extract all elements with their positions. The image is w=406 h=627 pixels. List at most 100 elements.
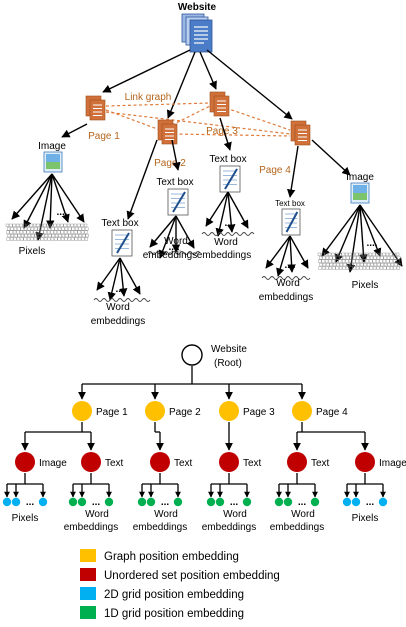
page3-dots: .... <box>224 218 235 229</box>
legend-swatch-4 <box>80 606 96 619</box>
tree-leaf-2-4 <box>104 497 114 507</box>
legend-label-1: Graph position embedding <box>104 551 239 563</box>
page4-wave <box>261 276 311 280</box>
tree-leaf-label-3-line1: Word <box>154 509 178 520</box>
page-4-icon <box>290 120 311 146</box>
tree-child-2-node <box>81 452 101 472</box>
tree-leaf-label-5-line2: embeddings <box>270 522 324 533</box>
page-4-label: Page 4 <box>259 165 291 176</box>
page-1-label: Page 1 <box>88 131 120 142</box>
tree-child-3-label: Text <box>174 458 193 469</box>
page2-textbox-right-label: Text box <box>156 177 193 188</box>
tree-leaf-dots-3: ... <box>161 497 170 508</box>
tree-leaf-label-2-line1: Word <box>85 509 109 520</box>
tree-child-2-label: Text <box>105 458 124 469</box>
link-graph-label: Link graph <box>125 92 172 103</box>
page4-embeddings-label: embeddings <box>259 292 313 303</box>
tree-leaf-dots-4: ... <box>230 497 239 508</box>
page4-textbox-label: Text box <box>275 199 305 208</box>
top-illustration: Website <box>5 2 403 327</box>
page2-right-word-arrows <box>149 215 195 259</box>
root-node <box>181 344 203 366</box>
page-3-icon <box>209 91 230 117</box>
page1-pixels-label: Pixels <box>19 246 46 257</box>
legend-label-4: 1D grid position embedding <box>104 608 244 620</box>
tree-leaf-1-4 <box>38 497 48 507</box>
page1-pixel-grid <box>5 223 89 241</box>
tree-leaf-5-4 <box>310 497 320 507</box>
page3-word-label: Word <box>214 237 238 248</box>
page1-image-label: Image <box>38 141 66 152</box>
website-label: Website <box>178 2 217 13</box>
tree-leaf-dots-6: ... <box>366 497 375 508</box>
tree-child-5-label: Text <box>311 458 330 469</box>
page-2-label: Page 2 <box>154 158 186 169</box>
tree-leaf-4-2 <box>215 497 225 507</box>
tree-leaf-5-2 <box>283 497 293 507</box>
page4-word-arrows <box>265 235 309 277</box>
page4-word-label: Word <box>276 278 300 289</box>
page3-wave <box>201 232 255 236</box>
website-icon <box>181 13 213 53</box>
page3-textbox-label: Text box <box>209 154 246 165</box>
page4-pixels-label: Pixels <box>352 280 379 291</box>
page2-textbox-left-label: Text box <box>101 218 138 229</box>
tree-leaf-label-6: Pixels <box>352 513 379 524</box>
page4-image-icon <box>350 182 370 204</box>
edge-website-page1 <box>102 49 191 93</box>
page1-pixel-arrows <box>11 173 85 241</box>
tree-child-5-node <box>287 452 307 472</box>
tree-leaf-2-1 <box>68 497 78 507</box>
page2-right-dots: .... <box>168 242 179 253</box>
page-icons: Page 1 Page 2 Page 3 Page 4 <box>85 91 311 176</box>
tree-child-3-node <box>150 452 170 472</box>
tree-edges <box>4 366 386 498</box>
tree-page-2-node <box>145 401 165 421</box>
tree-leaf-5-1 <box>274 497 284 507</box>
page4-pixel-grid <box>317 252 401 270</box>
tree-leaf-2-2 <box>77 497 87 507</box>
tree-child-1-label: Image <box>39 458 67 469</box>
page-3-label: Page 3 <box>206 126 238 137</box>
edge-website-page3 <box>199 51 217 90</box>
tree-leaf-4-4 <box>242 497 252 507</box>
tree-leaf-3-4 <box>173 497 183 507</box>
tree-leaf-1-2 <box>11 497 21 507</box>
tree-leaf-label-5-line1: Word <box>291 509 315 520</box>
legend-label-2: Unordered set position embedding <box>104 570 280 582</box>
tree-child-1-node <box>15 452 35 472</box>
tree-leaf-dots-1: ... <box>26 497 35 508</box>
tree-leaf-label-3-line2: embeddings <box>133 522 187 533</box>
legend-label-3: 2D grid position embedding <box>104 589 244 601</box>
tree-leaf-6-4 <box>378 497 388 507</box>
page4-dots: .... <box>284 260 295 271</box>
tree-page-2-label: Page 2 <box>169 407 201 418</box>
page2-left-word-label: Word <box>106 302 130 313</box>
page2-right-embeddings-label: embeddings <box>143 250 197 261</box>
tree-nodes <box>2 401 388 507</box>
tree-leaf-label-2-line2: embeddings <box>64 522 118 533</box>
page4-textbox-icon <box>281 208 301 236</box>
page4-pixel-arrows <box>321 204 403 273</box>
page3-embeddings-label: embeddings <box>197 250 251 261</box>
tree-leaf-6-1 <box>342 497 352 507</box>
legend-swatch-1 <box>80 549 96 562</box>
page2-textbox-left-icon <box>111 229 133 257</box>
tree-leaf-6-2 <box>351 497 361 507</box>
page2-right-word-label: Word <box>164 236 188 247</box>
tree-leaf-dots-5: ... <box>298 497 307 508</box>
legend-swatch-3 <box>80 587 96 600</box>
page2-textbox-right-icon <box>167 188 189 216</box>
page1-image-icon <box>43 151 63 173</box>
tree-leaf-dots-2: ... <box>92 497 101 508</box>
page2-left-word-arrows <box>96 257 141 301</box>
page2-right-wave <box>147 251 201 255</box>
tree-page-4-node <box>292 401 312 421</box>
legend-swatch-2 <box>80 568 96 581</box>
tree-leaf-label-4-line1: Word <box>223 509 247 520</box>
page3-word-arrows <box>205 191 249 237</box>
edge-website-page4 <box>206 49 293 120</box>
